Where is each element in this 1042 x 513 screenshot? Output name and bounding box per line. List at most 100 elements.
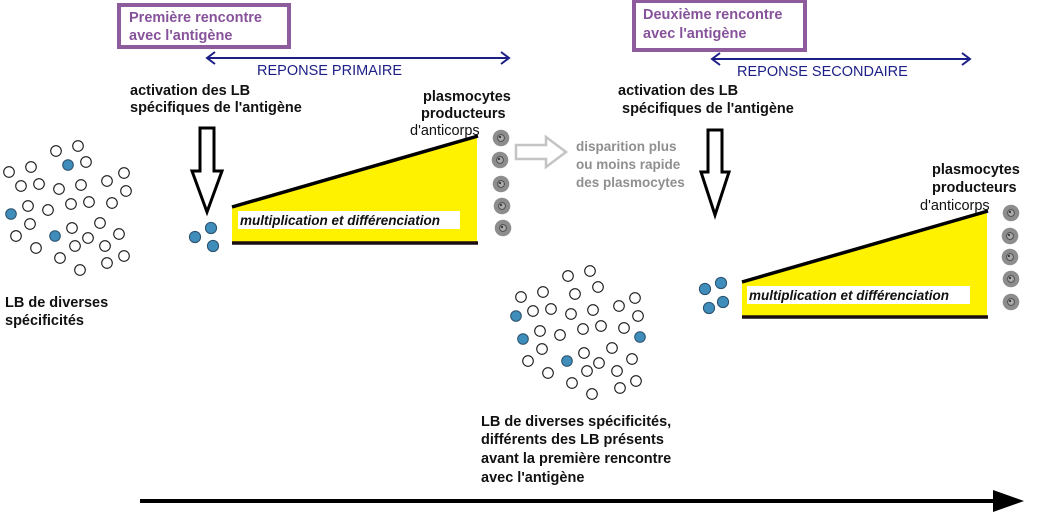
lb-cell xyxy=(118,250,130,262)
new-lb-label-line3: avant la première rencontre xyxy=(481,451,671,467)
lb-cell xyxy=(584,265,596,277)
primary-process-label: multiplication et différenciation xyxy=(240,213,440,228)
activated-lb-cell xyxy=(698,282,712,296)
initial-lb-label-line1: LB de diverses xyxy=(5,295,108,311)
activated-lb-cell xyxy=(204,221,218,235)
plasmocyte-cell xyxy=(493,197,511,215)
plasmocyte-dot xyxy=(1008,276,1012,280)
plasmocyte-nucleus xyxy=(497,180,505,188)
new-lb-label-line1: LB de diverses spécificités, xyxy=(481,414,671,430)
primary-ramp-top-edge xyxy=(231,134,479,209)
primary-response-label: REPONSE PRIMAIRE xyxy=(257,63,402,79)
plasmocyte-dot xyxy=(499,203,503,207)
specific-lb-cell xyxy=(49,230,61,242)
secondary-activated-lb-group xyxy=(698,276,730,315)
plasmocyte-cell xyxy=(492,175,510,193)
activated-lb-cell xyxy=(702,301,716,315)
plasmocyte-dot xyxy=(1008,210,1012,214)
lb-cell xyxy=(578,347,590,359)
new-lb-pool-label: LB de diverses spécificités, différents … xyxy=(481,414,671,486)
plasmocyte-nucleus xyxy=(499,224,507,232)
lb-cell xyxy=(595,320,607,332)
plasmocyte-nucleus xyxy=(497,134,505,142)
primary-plasmocytes-line1: plasmocytes xyxy=(423,89,511,105)
disappearance-line2: ou moins rapide xyxy=(576,157,681,172)
plasmocyte-cell xyxy=(1001,248,1019,266)
lb-cell xyxy=(10,230,22,242)
lb-cell xyxy=(614,382,626,394)
disappearance-line1: disparition plus xyxy=(576,139,677,154)
lb-cell xyxy=(632,310,644,322)
specific-lb-cell xyxy=(510,310,522,322)
primary-multiplication-ramp: multiplication et différenciation xyxy=(231,134,479,245)
arrow-right-icon xyxy=(993,490,1024,512)
plasmocyte-dot xyxy=(1008,299,1012,303)
lb-cell xyxy=(69,240,81,252)
arrow-left-icon xyxy=(710,52,721,66)
lb-cell xyxy=(537,286,549,298)
lb-cell xyxy=(50,145,62,157)
secondary-activation-line1: activation des LB xyxy=(618,83,738,99)
new-lb-label-line2: différents des LB présents xyxy=(481,432,664,448)
plasmocyte-dot xyxy=(1007,254,1011,258)
plasmocyte-dot xyxy=(498,135,502,139)
first-encounter-frame xyxy=(117,3,291,49)
lb-cell xyxy=(101,257,113,269)
specific-lb-cell xyxy=(5,208,17,220)
lb-cell xyxy=(626,353,638,365)
arrow-down-icon xyxy=(698,128,732,220)
secondary-plasmocytes-line1: plasmocytes xyxy=(932,162,1020,178)
lb-cell xyxy=(101,175,113,187)
lb-cell xyxy=(562,270,574,282)
lb-cell xyxy=(22,200,34,212)
plasmocyte-nucleus xyxy=(1007,209,1015,217)
plasmocyte-cell xyxy=(1002,270,1020,288)
lb-cell xyxy=(3,166,15,178)
secondary-response-label: REPONSE SECONDAIRE xyxy=(737,64,908,80)
lb-cell xyxy=(522,355,534,367)
specific-lb-cell xyxy=(634,331,646,343)
lb-cell xyxy=(74,264,86,276)
plasmocyte-nucleus xyxy=(1006,232,1014,240)
plasmocyte-dot xyxy=(500,225,504,229)
lb-cell xyxy=(554,329,566,341)
primary-plasmocytes-line2: producteurs xyxy=(421,106,506,122)
secondary-plasmocytes-text: plasmocytes producteurs d'anticorps xyxy=(920,162,1020,214)
disappearance-line3: des plasmocytes xyxy=(576,175,685,190)
plasmocyte-nucleus xyxy=(496,156,504,164)
lb-cell xyxy=(592,281,604,293)
lb-cell xyxy=(42,204,54,216)
lb-cell xyxy=(542,367,554,379)
lb-cell xyxy=(120,185,132,197)
arrow-down-icon xyxy=(189,126,225,217)
lb-cell xyxy=(586,388,598,400)
lb-cell xyxy=(618,322,630,334)
lb-cell xyxy=(629,292,641,304)
plasmocyte-cell xyxy=(1001,227,1019,245)
initial-lb-pool-label: LB de diverses spécificités xyxy=(5,295,108,329)
primary-activated-lb-group xyxy=(188,221,220,253)
plasmocyte-cell xyxy=(491,151,509,169)
primary-process-label-bg xyxy=(238,211,460,229)
lb-cell xyxy=(118,167,130,179)
lb-cell xyxy=(613,300,625,312)
lb-cell xyxy=(82,232,94,244)
arrow-right-icon xyxy=(961,52,972,66)
plasmocyte-disappearance: disparition plus ou moins rapide des pla… xyxy=(514,134,685,190)
lb-cell xyxy=(587,304,599,316)
lb-cell xyxy=(536,343,548,355)
second-encounter-title-line2: avec l'antigène xyxy=(643,26,746,42)
lb-cell xyxy=(94,217,106,229)
secondary-plasmocytes-line2: producteurs xyxy=(932,180,1017,196)
lb-cell xyxy=(75,179,87,191)
plasmocyte-dot xyxy=(498,181,502,185)
lb-cell xyxy=(25,161,37,173)
primary-plasmocyte-column xyxy=(491,129,512,237)
plasmocyte-dot xyxy=(1007,233,1011,237)
lb-cell xyxy=(33,178,45,190)
first-encounter-title-line2: avec l'antigène xyxy=(129,28,232,44)
secondary-plasmocyte-column xyxy=(1001,204,1020,311)
plasmocyte-cell xyxy=(1002,204,1020,222)
lb-cell xyxy=(630,375,642,387)
